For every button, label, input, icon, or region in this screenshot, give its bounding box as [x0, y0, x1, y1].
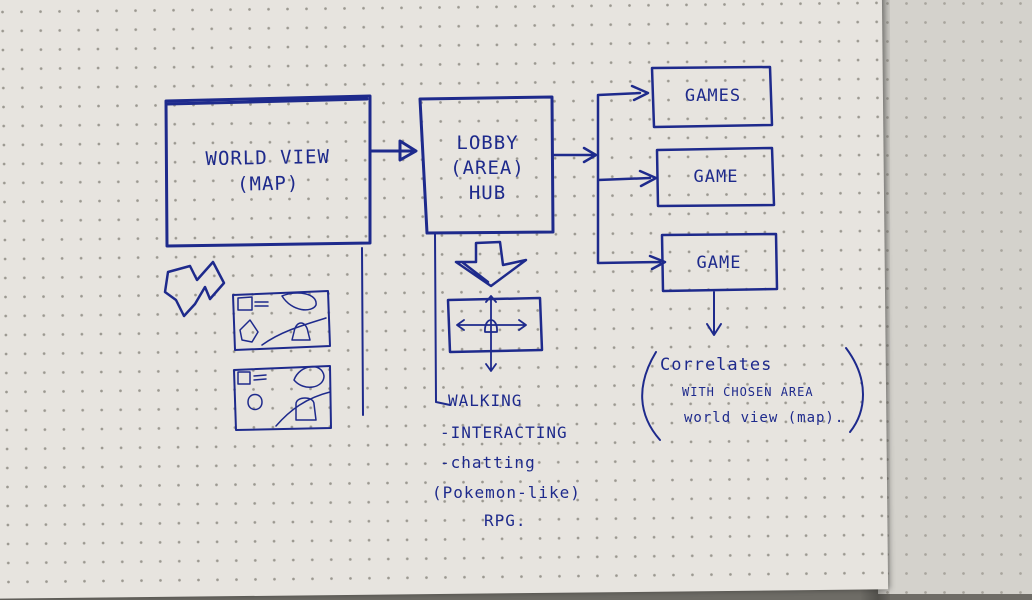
- lobby-hub: HUB: [468, 182, 507, 204]
- note-world-view-map: world view (map).: [684, 410, 845, 426]
- note-correlates: Correlates: [660, 355, 773, 375]
- games-bracket: [596, 84, 667, 271]
- lobby-title: LOBBY: [456, 132, 519, 154]
- world-view-subtitle: (MAP): [236, 172, 300, 196]
- lobby-area: (AREA): [450, 157, 525, 179]
- thumbnail-2: [233, 365, 332, 431]
- lobby-list-line: [434, 233, 451, 406]
- activity-chatting: -chatting: [440, 453, 536, 472]
- arrow-lobby-to-games: [551, 146, 598, 164]
- note-parenthesis-right: [845, 347, 864, 433]
- lobby-walk-screen: [446, 296, 544, 354]
- right-notebook-page: [878, 0, 1032, 594]
- sketch-drawing: [163, 65, 864, 441]
- note-with-chosen-area: WITH CHOSEN AREA: [682, 385, 814, 399]
- zigzag-arrow-icon: [163, 260, 226, 318]
- world-view-box: [164, 94, 372, 248]
- game-label-1: GAMES: [684, 86, 742, 106]
- activity-pokemon-like: (Pokemon-like): [432, 483, 581, 502]
- activity-rpg: RPG.: [484, 511, 527, 530]
- lobby-down-arrow-icon: [454, 240, 528, 288]
- world-view-title: WORLD VIEW: [205, 145, 331, 171]
- game-box-2: [655, 146, 776, 208]
- note-parenthesis-left: [641, 351, 661, 441]
- world-view-label: WORLD VIEW (MAP): [178, 143, 359, 198]
- game-label-2: GAME: [693, 167, 739, 187]
- lobby-box: [418, 95, 555, 235]
- activity-interacting: -INTERACTING: [440, 423, 568, 442]
- game-box-1: [650, 65, 774, 129]
- game-label-3: GAME: [696, 253, 742, 273]
- arrow-world-to-lobby: [368, 139, 418, 162]
- lobby-label: LOBBY (AREA) HUB: [425, 131, 550, 206]
- activity-walking: WALKING: [448, 391, 523, 410]
- game-box-3: [660, 232, 779, 293]
- arrow-game-down: [706, 291, 722, 336]
